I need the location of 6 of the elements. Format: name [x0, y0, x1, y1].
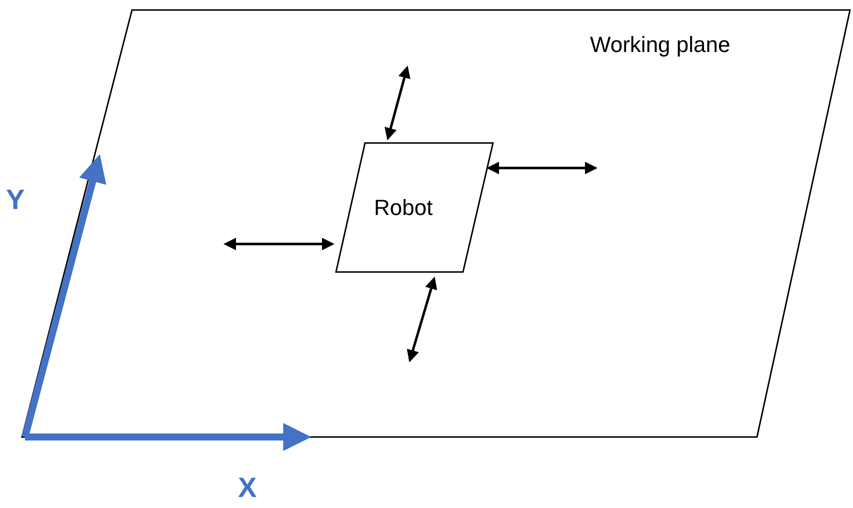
- axis-label: X: [238, 472, 257, 504]
- node-label: Working plane: [590, 32, 730, 58]
- robot-parallelogram: [336, 143, 493, 272]
- axis-label: Y: [6, 184, 25, 216]
- plane-parallelogram: [22, 10, 853, 437]
- node-label: Robot: [374, 195, 433, 221]
